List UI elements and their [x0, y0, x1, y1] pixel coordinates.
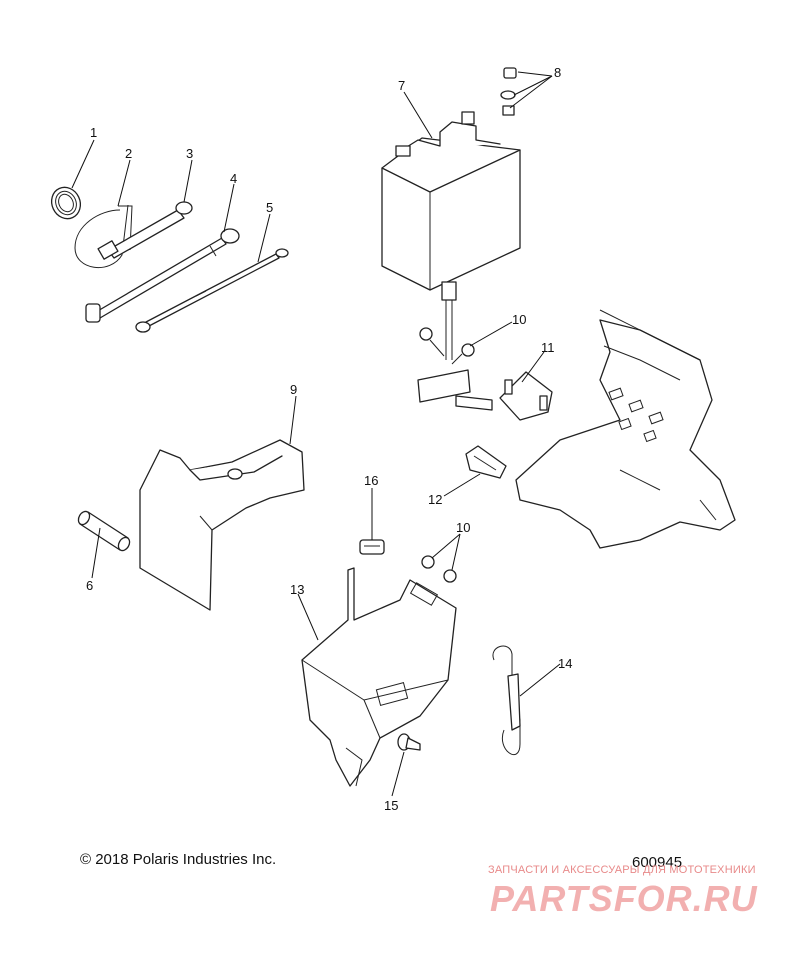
part-13-battery-tray [301, 567, 457, 787]
part-11-bracket [499, 371, 553, 421]
callout-10-second: 10 [456, 520, 470, 535]
part-6-sleeve [77, 510, 131, 552]
callout-16: 16 [364, 473, 378, 488]
callout-6: 6 [86, 578, 93, 593]
callout-1: 1 [90, 125, 97, 140]
part-4-battery-cable [85, 228, 240, 323]
callout-15: 15 [384, 798, 398, 813]
callout-7: 7 [398, 78, 405, 93]
callout-4: 4 [230, 171, 237, 186]
callout-3: 3 [186, 146, 193, 161]
watermark-logo: PARTSFOR.RU [490, 878, 758, 919]
frame-section [515, 309, 736, 549]
callout-5: 5 [266, 200, 273, 215]
part-10-harness [417, 281, 493, 411]
part-3-short-cable [97, 201, 193, 260]
callout-labels: 1 2 3 4 5 6 7 8 9 10 11 12 13 14 15 16 1… [86, 65, 572, 813]
part-12-clip [465, 445, 507, 479]
callout-14: 14 [558, 656, 572, 671]
callout-10: 10 [512, 312, 526, 327]
watermark-subtitle: ЗАПЧАСТИ И АКСЕССУАРЫ ДЛЯ МОТОТЕХНИКИ [488, 864, 756, 876]
drawing-number: 600945 [632, 854, 683, 871]
part-14-strap [492, 645, 521, 756]
part-15-bolt [397, 733, 421, 751]
part-16-clamp [359, 539, 385, 555]
callout-2: 2 [125, 146, 132, 161]
part-8-terminal-hardware [500, 67, 517, 116]
copyright-text: © 2018 Polaris Industries Inc. [80, 851, 277, 868]
callout-13: 13 [290, 582, 304, 597]
callout-8: 8 [554, 65, 561, 80]
part-2-wire-loop [74, 204, 133, 269]
part-1-cable-tie [50, 186, 82, 220]
leader-lines [71, 71, 561, 797]
callout-11: 11 [541, 340, 555, 355]
part-9-battery-cover [139, 439, 305, 611]
part-10-nuts [421, 555, 457, 583]
part-7-battery [381, 111, 521, 291]
callout-12: 12 [428, 492, 442, 507]
part-5-ground-cable [135, 248, 289, 333]
callout-9: 9 [290, 382, 297, 397]
